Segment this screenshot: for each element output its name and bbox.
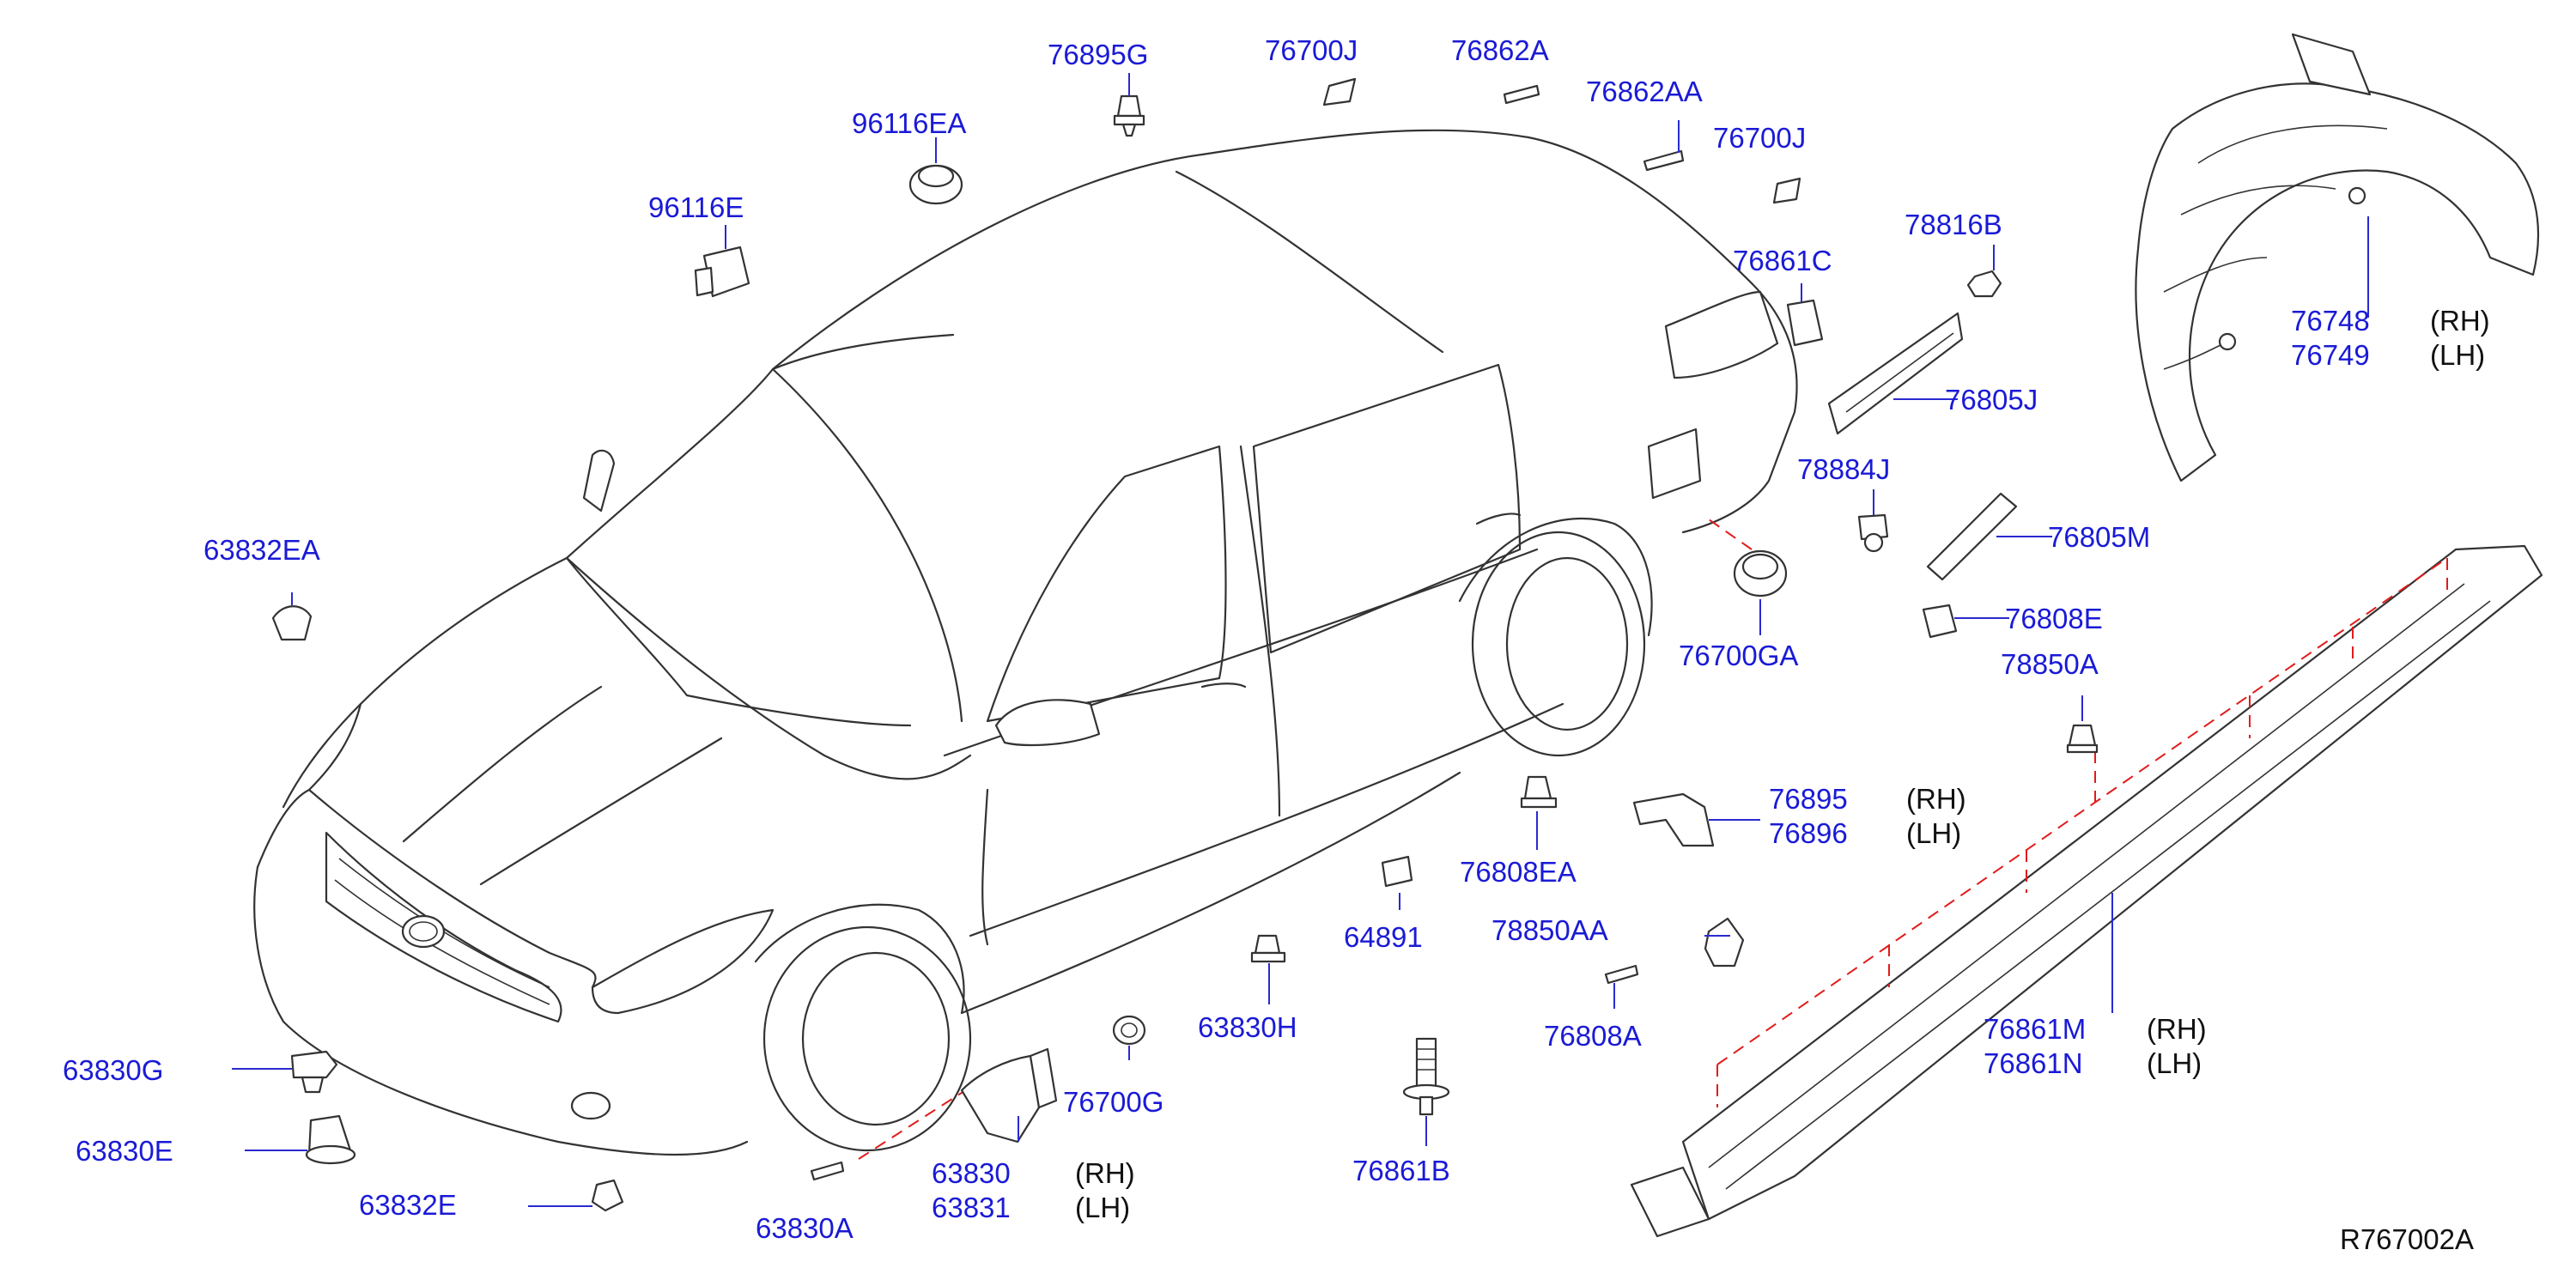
side-label-lh-76749: (LH) xyxy=(2430,339,2485,371)
label-76862A: 76862A xyxy=(1451,34,1549,66)
label-64891: 64891 xyxy=(1344,921,1423,953)
label-63830A: 63830A xyxy=(756,1212,854,1244)
label-76700GA: 76700GA xyxy=(1679,640,1798,671)
label-76749: 76749 xyxy=(2291,339,2370,371)
reference-code: R767002A xyxy=(2340,1223,2474,1255)
side-label-lh-76896: (LH) xyxy=(1906,817,1961,849)
label-76808E: 76808E xyxy=(2005,603,2103,634)
label-76700J-a: 76700J xyxy=(1265,34,1358,66)
car-illustration xyxy=(253,129,1798,1156)
hardware-parts xyxy=(271,77,2099,1212)
side-label-rh-76895: (RH) xyxy=(1906,783,1966,815)
label-63832EA: 63832EA xyxy=(204,534,320,566)
label-76700G: 76700G xyxy=(1063,1086,1163,1118)
label-63830E: 63830E xyxy=(76,1135,173,1167)
side-label-lh-63831: (LH) xyxy=(1075,1192,1130,1223)
leader-lines xyxy=(232,73,2369,1207)
label-63830: 63830 xyxy=(932,1157,1011,1189)
label-76895: 76895 xyxy=(1769,783,1848,815)
label-96116EA: 96116EA xyxy=(852,107,966,139)
label-76861C: 76861C xyxy=(1733,245,1832,276)
label-76862AA: 76862AA xyxy=(1586,76,1703,107)
label-76895G: 76895G xyxy=(1048,39,1148,70)
label-76861M: 76861M xyxy=(1984,1013,2086,1045)
label-76808EA: 76808EA xyxy=(1460,856,1577,888)
label-76861N: 76861N xyxy=(1984,1047,2083,1079)
sill-moulding xyxy=(1630,544,2543,1238)
label-76700J-b: 76700J xyxy=(1713,122,1806,154)
side-label-rh-76861M: (RH) xyxy=(2147,1013,2207,1045)
label-96116E: 96116E xyxy=(648,191,744,223)
label-63831: 63831 xyxy=(932,1192,1011,1223)
label-63830H: 63830H xyxy=(1198,1011,1297,1043)
label-76748: 76748 xyxy=(2291,305,2370,337)
label-76896: 76896 xyxy=(1769,817,1848,849)
label-78850AA: 78850AA xyxy=(1492,914,1608,946)
label-78816B: 78816B xyxy=(1905,209,2002,240)
label-76808A: 76808A xyxy=(1544,1020,1642,1052)
label-78884J: 78884J xyxy=(1797,453,1890,485)
label-76805M: 76805M xyxy=(2048,521,2150,553)
dashed-reference-lines xyxy=(858,519,2448,1160)
side-label-lh-76861N: (LH) xyxy=(2147,1047,2202,1079)
label-63832E: 63832E xyxy=(359,1189,457,1221)
label-76861B: 76861B xyxy=(1352,1155,1450,1186)
label-63830G: 63830G xyxy=(63,1054,163,1086)
label-76805J: 76805J xyxy=(1945,384,2038,416)
side-label-rh-76748: (RH) xyxy=(2430,305,2490,337)
side-label-rh-63830: (RH) xyxy=(1075,1157,1135,1189)
label-78850A: 78850A xyxy=(2001,648,2099,680)
part-labels: 76895G 76700J 76862A 76862AA 76700J 9611… xyxy=(63,34,2490,1255)
fender-protector xyxy=(2135,33,2540,482)
